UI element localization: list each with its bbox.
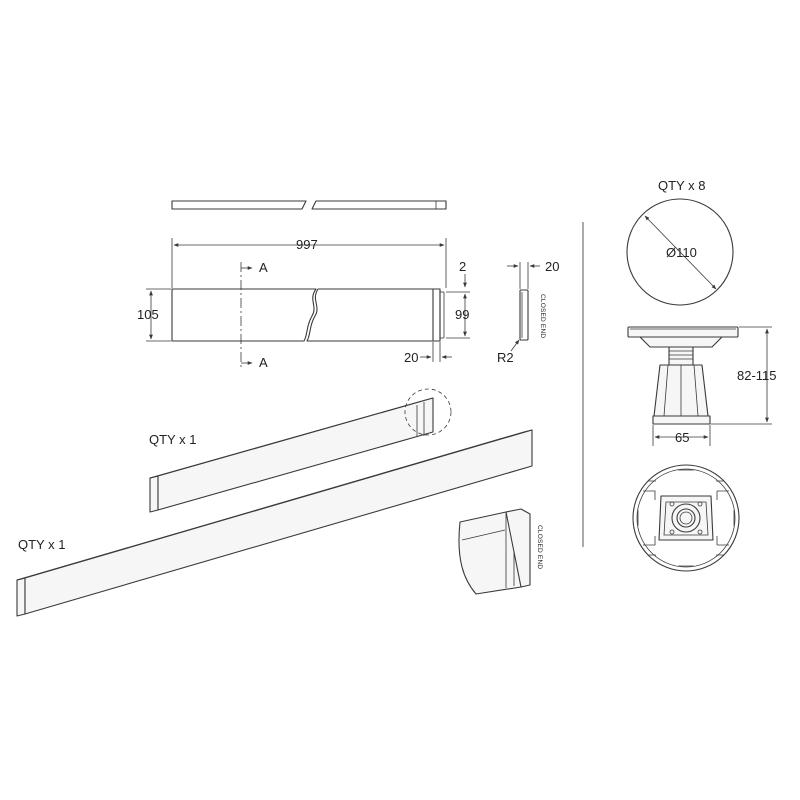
support-base-label: 65: [675, 430, 689, 445]
dim-inner: 99 2: [446, 259, 470, 339]
support-bottom-view: [632, 464, 740, 572]
short-panel-iso: QTY x 1: [149, 388, 452, 513]
long-panel-qty: QTY x 1: [18, 537, 65, 552]
closed-end-label-side: CLOSED END: [539, 294, 546, 338]
dim-end-width: 20: [404, 342, 452, 365]
support-diameter-label: Ø110: [666, 245, 697, 260]
dim-length: 997: [171, 237, 447, 288]
section-label-bottom: A: [259, 355, 268, 370]
end-cap-detail: CLOSED END: [458, 508, 543, 595]
long-panel-iso: QTY x 1: [16, 429, 533, 617]
support-qty: QTY x 8: [658, 178, 705, 193]
dim-lip-label: 2: [459, 259, 466, 274]
short-panel-qty: QTY x 1: [149, 432, 196, 447]
support-height-label: 82-115: [737, 368, 777, 383]
dim-end-width-label: 20: [404, 350, 418, 365]
dim-height: 105: [137, 288, 171, 342]
support-side-view: 82-115 65: [627, 326, 777, 446]
dim-inner-height-label: 99: [455, 307, 469, 322]
section-line: A A: [240, 260, 268, 370]
closed-end-label-detail: CLOSED END: [536, 525, 543, 569]
panel-front-view: [171, 288, 445, 342]
dim-end-cap-width-label: 20: [545, 259, 559, 274]
dim-radius-label: R2: [497, 350, 514, 365]
section-label-top: A: [259, 260, 268, 275]
panel-top-view: [171, 200, 447, 210]
dim-length-label: 997: [296, 237, 318, 252]
support-top-view: Ø110 QTY x 8: [626, 178, 734, 306]
end-cap-side-view: 20 R2 CLOSED END: [497, 259, 559, 365]
dim-height-label: 105: [137, 307, 159, 322]
